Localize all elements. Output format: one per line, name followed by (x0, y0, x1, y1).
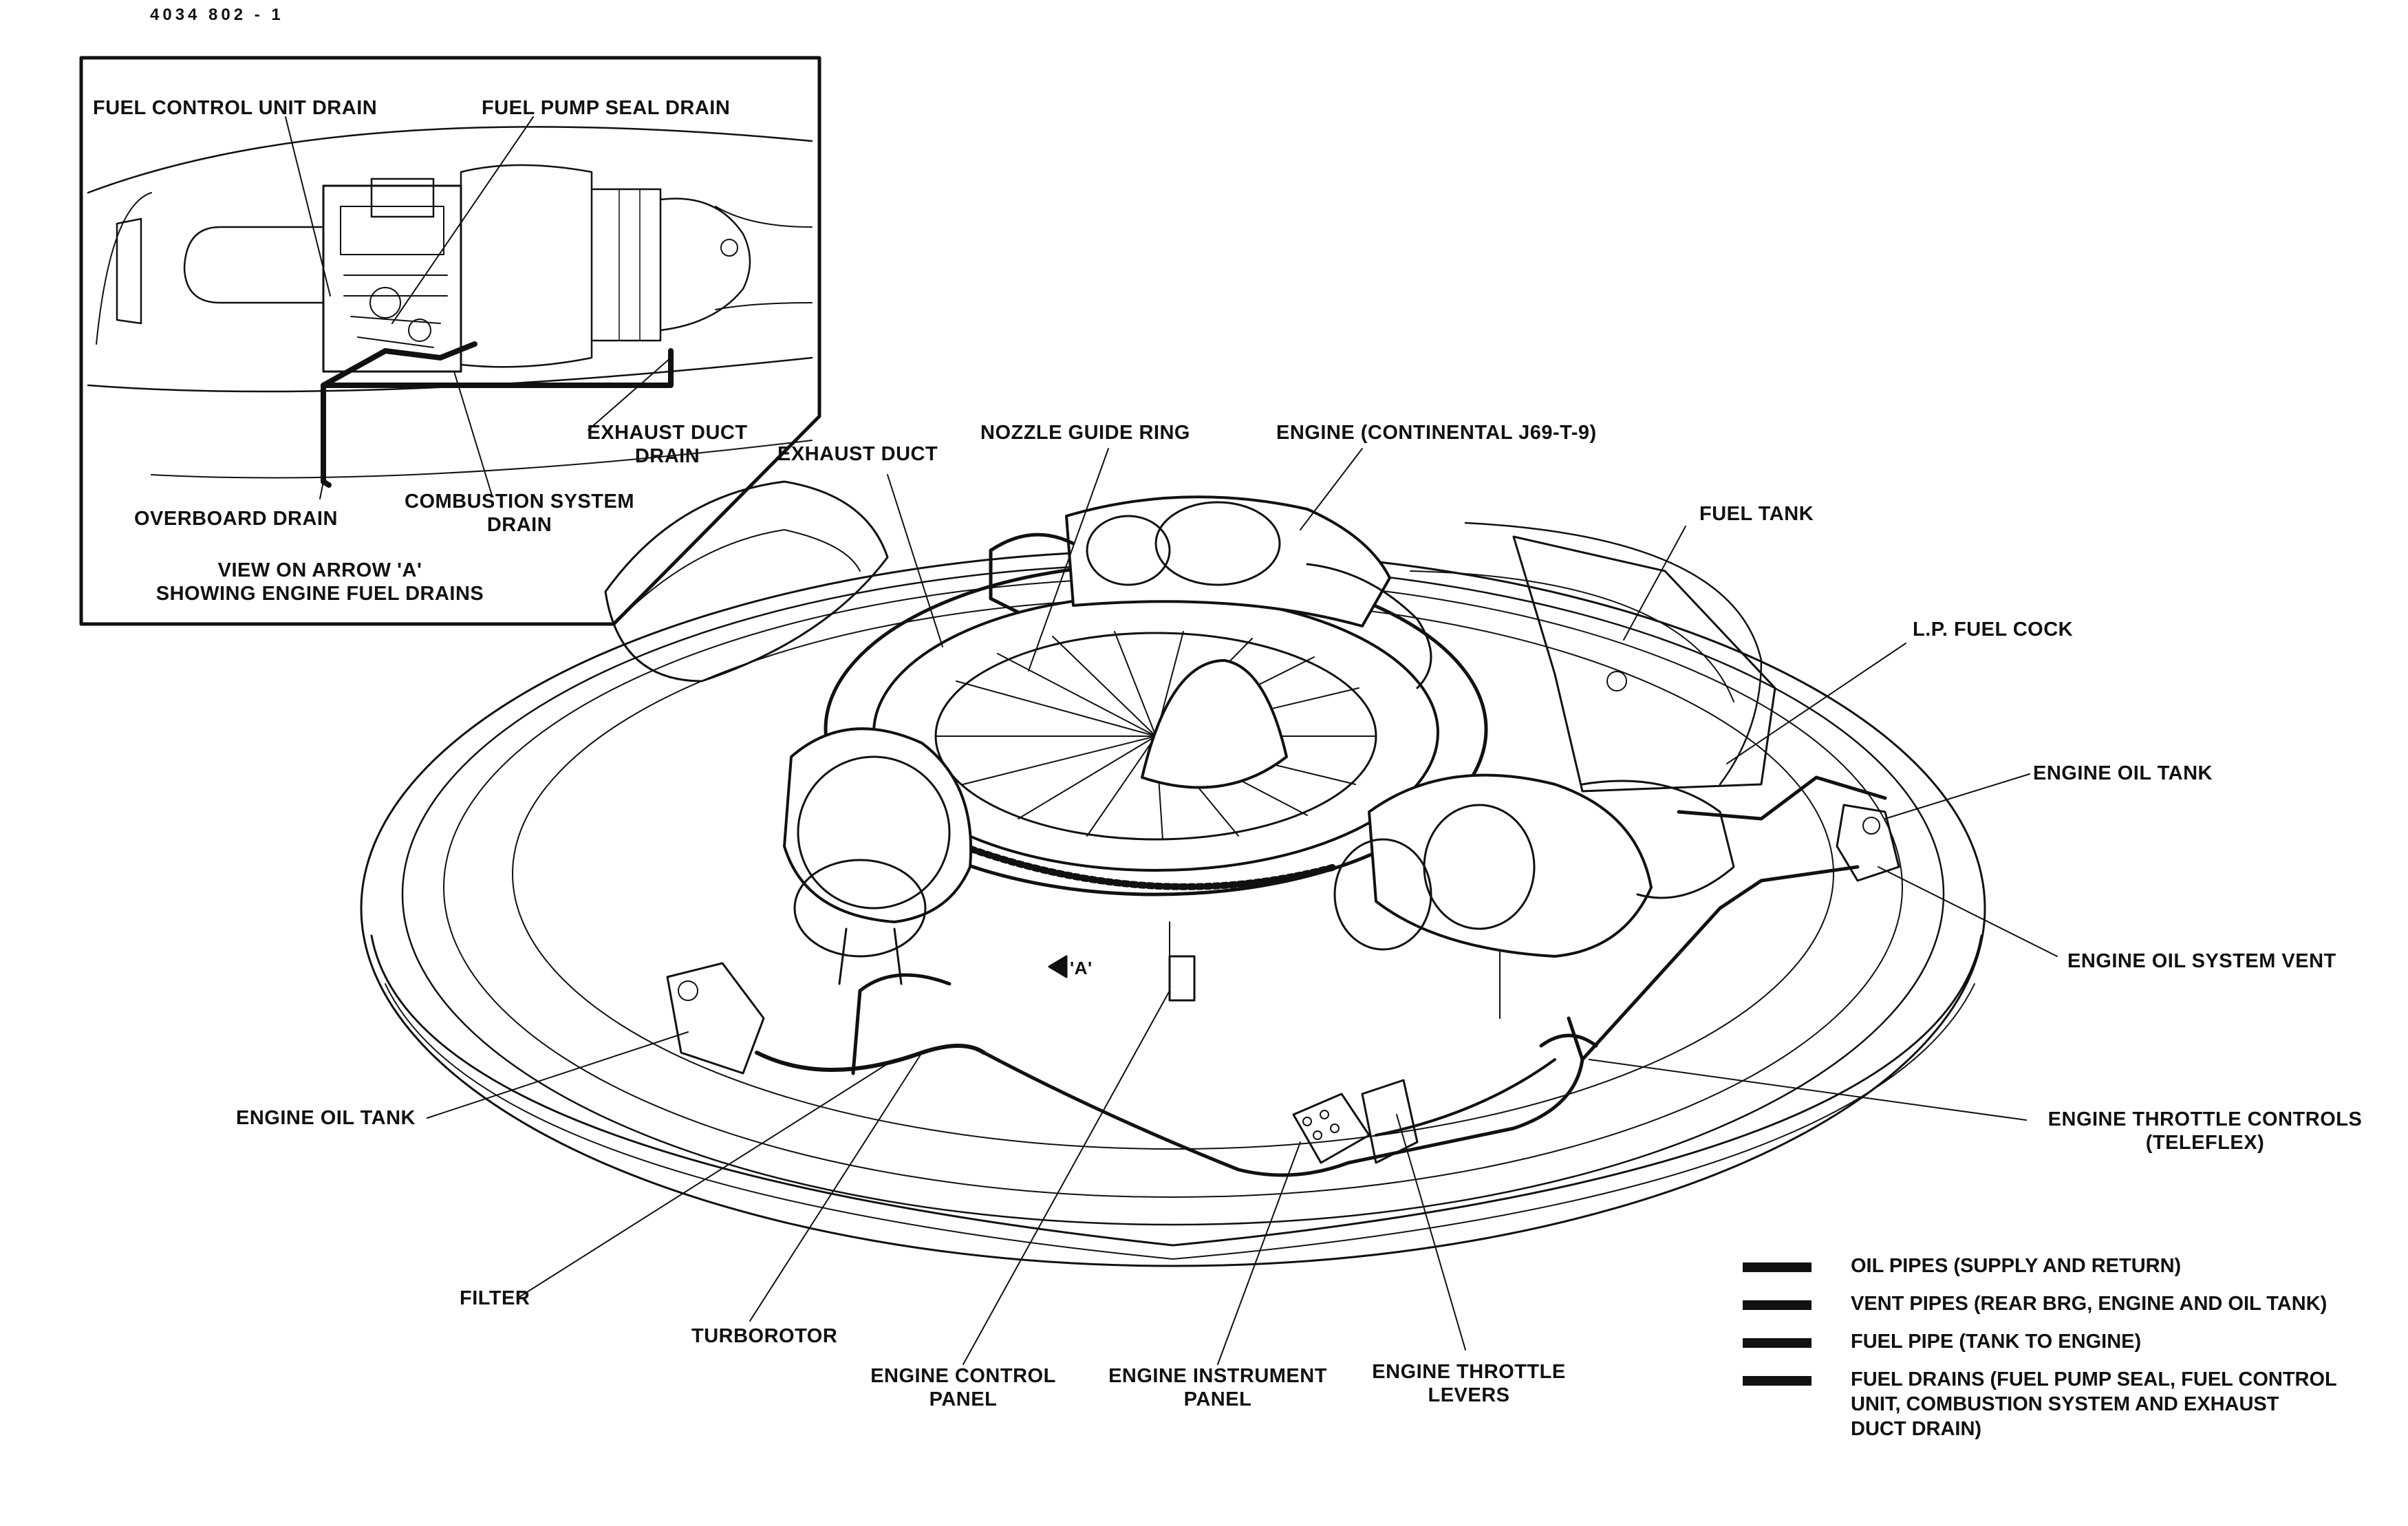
label-exhaust-duct-drain-line2: DRAIN (634, 445, 700, 467)
legend-swatch-vent-pipes (1743, 1300, 1812, 1310)
label-exhaust-duct-drain: EXHAUST DUCT DRAIN (564, 421, 771, 468)
legend-item-oil-pipes: OIL PIPES (SUPPLY AND RETURN) (1851, 1255, 2182, 1277)
label-combustion-system-drain-line2: DRAIN (486, 514, 552, 536)
legend-item-fuel-drains-line2: UNIT, COMBUSTION SYSTEM AND EXHAUST (1851, 1393, 2279, 1415)
label-engine-throttle-levers-line2: LEVERS (1428, 1384, 1510, 1406)
document-number: 4034 802 - 1 (150, 6, 284, 24)
label-engine-oil-tank-right: ENGINE OIL TANK (2033, 762, 2213, 784)
label-arrow-a: 'A' (1070, 958, 1093, 978)
label-engine-control-panel-line1: ENGINE CONTROL (870, 1365, 1056, 1387)
label-fuel-control-unit-drain: FUEL CONTROL UNIT DRAIN (93, 97, 378, 119)
label-lp-fuel-cock: L.P. FUEL COCK (1913, 619, 2074, 641)
leader-lines (427, 448, 2058, 1365)
legend-item-fuel-drains: FUEL DRAINS (FUEL PUMP SEAL, FUEL CONTRO… (1851, 1367, 2337, 1441)
legend-swatch-fuel-pipe (1743, 1338, 1812, 1348)
label-engine-oil-system-vent: ENGINE OIL SYSTEM VENT (2067, 950, 2336, 972)
legend-item-fuel-pipe: FUEL PIPE (TANK TO ENGINE) (1851, 1331, 2142, 1353)
label-engine-instrument-panel: ENGINE INSTRUMENT PANEL (1087, 1364, 1348, 1411)
label-turborotor: TURBOROTOR (691, 1325, 838, 1347)
legend-item-fuel-drains-line1: FUEL DRAINS (FUEL PUMP SEAL, FUEL CONTRO… (1851, 1368, 2337, 1390)
label-combustion-system-drain: COMBUSTION SYSTEM DRAIN (396, 490, 643, 537)
legend-swatch-fuel-drains (1743, 1376, 1812, 1386)
label-engine-instrument-panel-line2: PANEL (1183, 1388, 1252, 1410)
label-filter: FILTER (460, 1287, 530, 1309)
legend-item-fuel-drains-line3: DUCT DRAIN) (1851, 1418, 1982, 1440)
inset-caption-line2: SHOWING ENGINE FUEL DRAINS (155, 583, 484, 605)
inset-caption-line1: VIEW ON ARROW 'A' (217, 559, 422, 581)
label-engine-throttle-controls-line2: (TELEFLEX) (2145, 1132, 2265, 1154)
label-engine-throttle-controls: ENGINE THROTTLE CONTROLS (TELEFLEX) (2026, 1108, 2384, 1154)
label-exhaust-duct: EXHAUST DUCT (777, 443, 938, 465)
label-engine-throttle-controls-line1: ENGINE THROTTLE CONTROLS (2047, 1108, 2363, 1130)
label-overboard-drain: OVERBOARD DRAIN (134, 508, 338, 530)
label-engine-throttle-levers: ENGINE THROTTLE LEVERS (1359, 1360, 1579, 1407)
engine-group (666, 495, 1900, 1177)
legend-item-vent-pipes: VENT PIPES (REAR BRG, ENGINE AND OIL TAN… (1851, 1293, 2328, 1315)
label-engine-control-panel-line2: PANEL (929, 1388, 998, 1410)
label-engine-control-panel: ENGINE CONTROL PANEL (850, 1364, 1077, 1411)
label-engine-throttle-levers-line1: ENGINE THROTTLE (1372, 1361, 1566, 1383)
label-engine-oil-tank-left: ENGINE OIL TANK (236, 1107, 416, 1129)
inset-caption: VIEW ON ARROW 'A' SHOWING ENGINE FUEL DR… (117, 559, 523, 605)
label-nozzle-guide-ring: NOZZLE GUIDE RING (980, 422, 1190, 444)
inset-view-drawing (79, 56, 821, 626)
label-exhaust-duct-drain-line1: EXHAUST DUCT (587, 422, 748, 444)
label-combustion-system-drain-line1: COMBUSTION SYSTEM (405, 491, 634, 513)
legend-swatch-oil-pipes (1743, 1262, 1812, 1272)
label-fuel-pump-seal-drain: FUEL PUMP SEAL DRAIN (482, 97, 731, 119)
label-fuel-tank: FUEL TANK (1699, 503, 1814, 525)
label-engine: ENGINE (CONTINENTAL J69-T-9) (1276, 422, 1597, 444)
label-engine-instrument-panel-line1: ENGINE INSTRUMENT (1108, 1365, 1327, 1387)
